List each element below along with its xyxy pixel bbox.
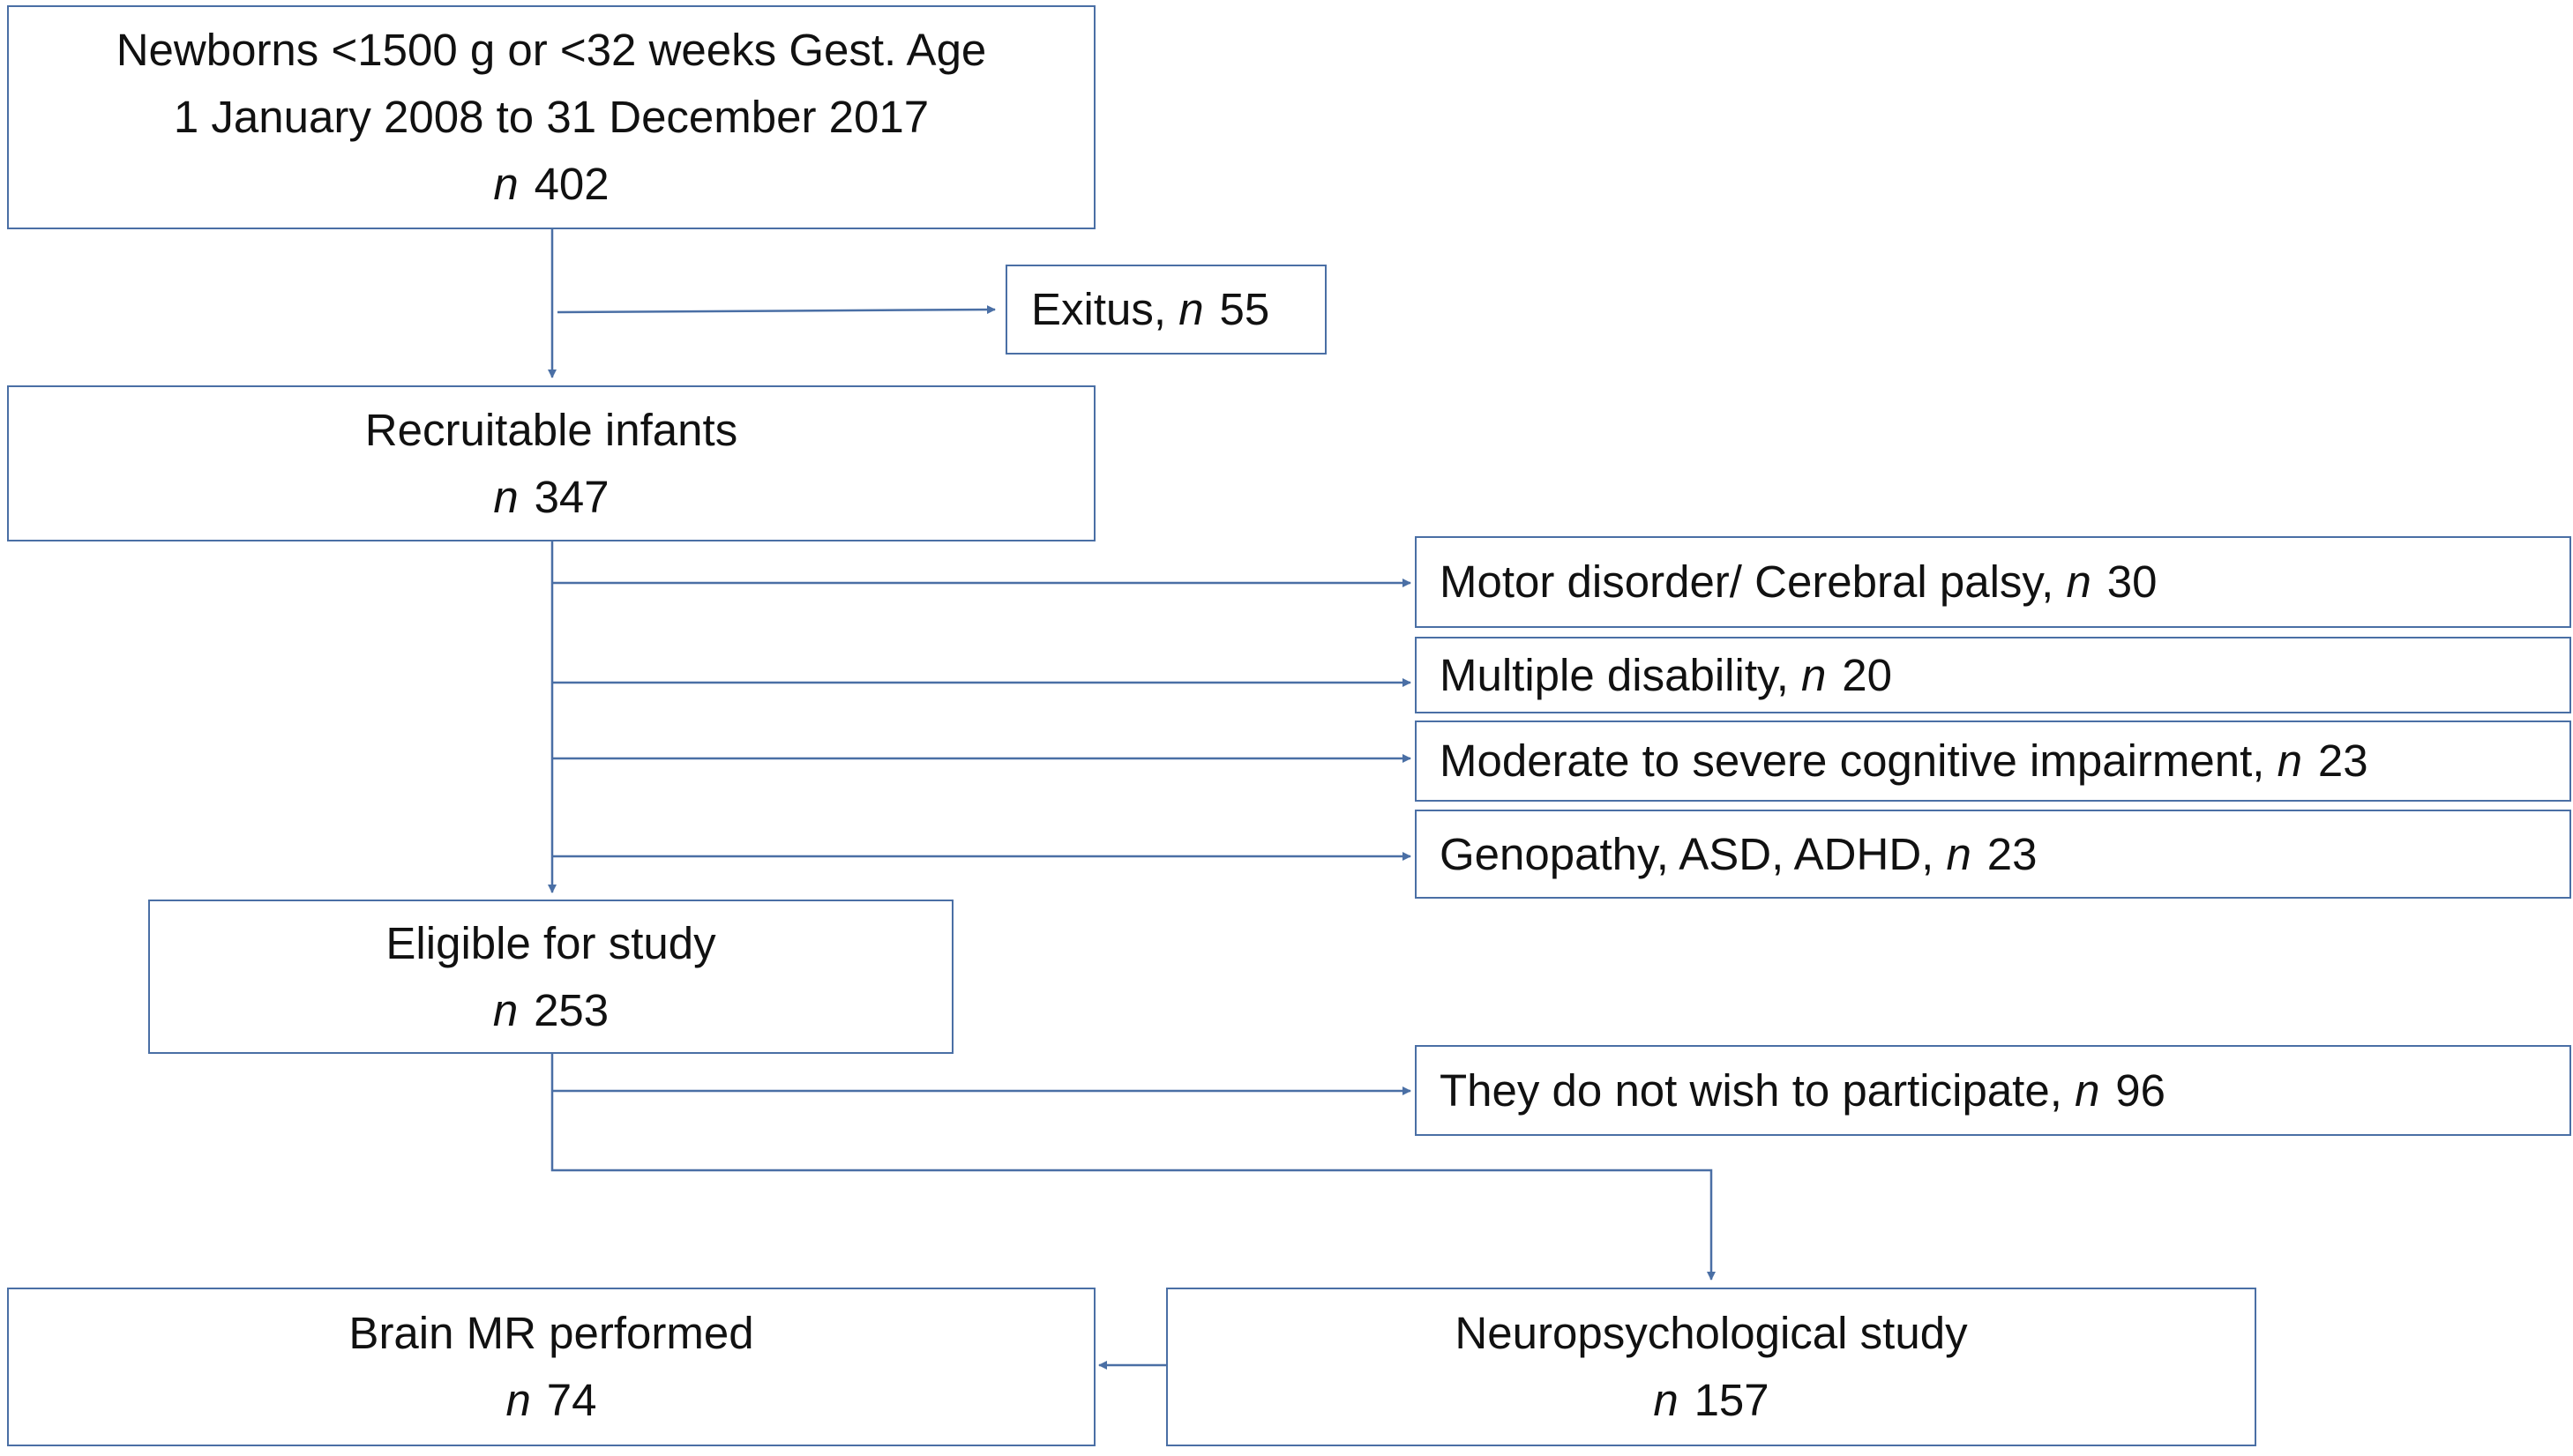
motor-disorder-box: Motor disorder/ Cerebral palsy, n 30 (1415, 536, 2571, 628)
neuropsych-title: Neuropsychological study (1455, 1308, 1968, 1358)
newborns-date-range: 1 January 2008 to 31 December 2017 (173, 92, 930, 142)
exitus-label: Exitus, (1031, 284, 1167, 334)
multiple-label: Multiple disability, (1440, 649, 1789, 700)
n-symbol: n (2277, 735, 2302, 786)
eligible-count: 253 (534, 984, 610, 1035)
n-symbol: n (493, 471, 519, 522)
multiple-disability-box: Multiple disability, n 20 (1415, 637, 2571, 713)
neuropsych-count-line: n 157 (1653, 1367, 1769, 1434)
n-symbol: n (2066, 556, 2091, 607)
brain-mr-count: 74 (546, 1375, 597, 1425)
arrow-to-exitus (557, 305, 996, 315)
neuropsych-box: Neuropsychological study n 157 (1166, 1288, 2256, 1446)
motor-label: Motor disorder/ Cerebral palsy, (1440, 556, 2054, 607)
cognitive-impairment-box: Moderate to severe cognitive impairment,… (1415, 721, 2571, 802)
motor-count: 30 (2106, 556, 2158, 607)
recruitable-count: 347 (534, 471, 610, 522)
newborns-count-line: n 402 (493, 151, 609, 218)
n-symbol: n (1801, 649, 1827, 700)
exitus-box: Exitus, n 55 (1006, 265, 1327, 355)
recruitable-title: Recruitable infants (364, 404, 738, 455)
multiple-count: 20 (1842, 649, 1892, 700)
genopathy-label: Genopathy, ASD, ADHD, (1440, 828, 1934, 879)
n-symbol: n (1653, 1375, 1679, 1425)
newborns-count: 402 (534, 159, 610, 209)
declined-box: They do not wish to participate, n 96 (1415, 1045, 2571, 1136)
brain-mr-count-line: n 74 (506, 1367, 597, 1434)
newborns-box: Newborns <1500 g or <32 weeks Gest. Age … (7, 5, 1096, 229)
declined-count: 96 (2115, 1064, 2166, 1116)
eligible-count-line: n 253 (493, 977, 609, 1044)
genopathy-count: 23 (1986, 828, 2038, 879)
n-symbol: n (505, 1375, 531, 1425)
eligible-box: Eligible for study n 253 (148, 900, 954, 1054)
n-symbol: n (1946, 828, 1971, 879)
recruitable-count-line: n 347 (493, 464, 609, 531)
cognitive-count: 23 (2317, 735, 2368, 786)
n-symbol: n (1178, 284, 1204, 334)
brain-mr-box: Brain MR performed n 74 (7, 1288, 1096, 1446)
n-symbol: n (2075, 1064, 2100, 1116)
genopathy-box: Genopathy, ASD, ADHD, n 23 (1415, 810, 2571, 899)
cognitive-label: Moderate to severe cognitive impairment, (1440, 735, 2265, 786)
newborns-title: Newborns <1500 g or <32 weeks Gest. Age (116, 25, 987, 75)
brain-mr-title: Brain MR performed (348, 1308, 754, 1358)
n-symbol: n (493, 159, 519, 209)
eligible-title: Eligible for study (385, 917, 716, 968)
elbow-arrow-eligible-to-neuropsych (550, 1053, 1716, 1281)
neuropsych-count: 157 (1694, 1375, 1769, 1425)
declined-label: They do not wish to participate, (1440, 1064, 2062, 1116)
exitus-count: 55 (1219, 284, 1270, 334)
n-symbol: n (492, 984, 519, 1035)
recruitable-box: Recruitable infants n 347 (7, 385, 1096, 541)
